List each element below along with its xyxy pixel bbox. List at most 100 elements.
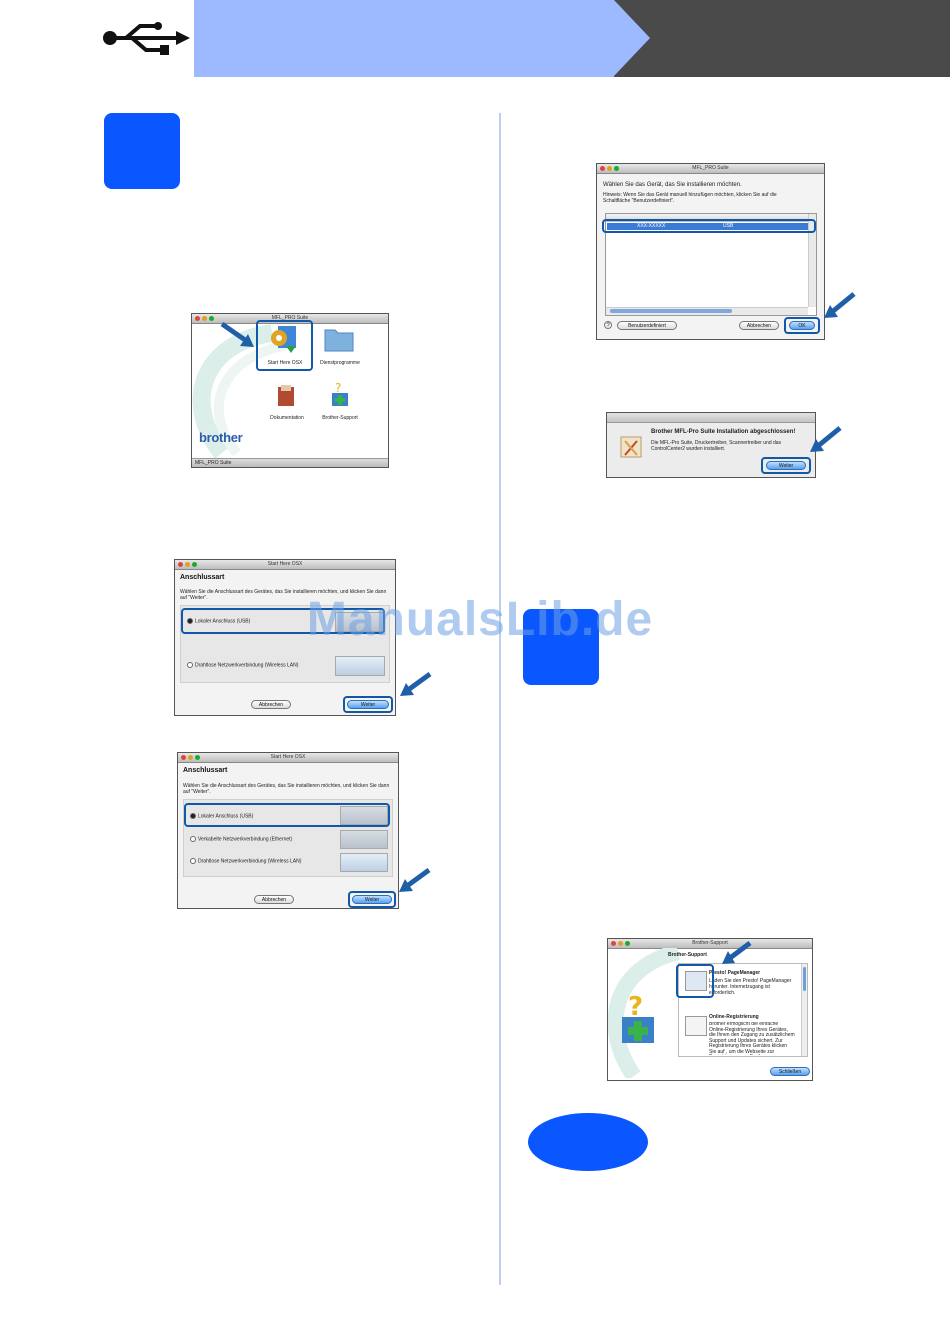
pagemanager-title[interactable]: Presto! PageManager xyxy=(709,970,761,976)
highlight-pagemanager xyxy=(676,964,714,998)
option-usb-label: Lokaler Anschluss (USB) xyxy=(198,813,254,820)
next-button[interactable]: Weiter xyxy=(352,895,392,904)
highlight-next-button xyxy=(761,457,811,474)
select-heading: Wählen Sie das Gerät, das Sie installier… xyxy=(603,182,742,188)
window-titlebar: Start Here OSX xyxy=(178,753,398,763)
start-here-icon[interactable] xyxy=(268,324,298,354)
help-icon[interactable]: ? xyxy=(604,321,612,329)
list-header xyxy=(606,214,816,222)
connection-heading: Anschlussart xyxy=(180,574,225,581)
scrollbar-vertical[interactable] xyxy=(808,214,816,307)
device-select-window: MFL_PRO Suite Wählen Sie das Gerät, das … xyxy=(596,163,825,340)
option-wireless-label: Drahtlose Netzwerkverbindung (Wireless L… xyxy=(195,662,299,669)
usb-icon xyxy=(103,22,190,55)
support-list[interactable]: Presto! PageManager Laden Sie den Presto… xyxy=(678,963,808,1057)
device-name: XXX-XXXXX xyxy=(637,223,666,229)
window-title: MFL_PRO Suite xyxy=(692,165,729,171)
install-complete-window: Brother MFL-Pro Suite Installation abges… xyxy=(606,412,816,478)
svg-text:?: ? xyxy=(335,381,341,395)
window-title: MFL_PRO Suite xyxy=(271,315,309,321)
device-row[interactable]: XXX-XXXXX USB xyxy=(607,223,808,230)
connection-window-1: Start Here OSX Anschlussart Wählen Sie d… xyxy=(174,559,396,716)
device-list[interactable]: XXX-XXXXX USB xyxy=(605,213,817,316)
highlight-device-row xyxy=(602,219,816,233)
support-icon[interactable]: ? xyxy=(329,380,351,408)
start-here-label: Start Here OSX xyxy=(267,360,303,366)
cancel-button[interactable]: Abbrechen xyxy=(254,895,294,904)
next-button[interactable]: Weiter xyxy=(347,700,389,709)
highlight-next-button xyxy=(348,891,396,908)
highlight-ok-button xyxy=(784,317,820,334)
select-note: Hinweis: Wenn Sie das Gerät manuell hinz… xyxy=(603,192,777,204)
ok-button[interactable]: OK xyxy=(789,321,815,330)
radio-usb[interactable] xyxy=(187,618,193,624)
wireless-image xyxy=(340,853,388,872)
usb-cable-image xyxy=(340,806,388,825)
option-ethernet[interactable]: Verkabelte Netzwerkverbindung (Ethernet) xyxy=(190,836,292,842)
connection-heading: Anschlussart xyxy=(183,767,228,774)
step-marker-left xyxy=(104,113,180,189)
support-heading: Brother-Support xyxy=(668,952,707,958)
connection-description: Wählen Sie die Anschlussart des Gerätes,… xyxy=(180,589,387,601)
custom-button[interactable]: Benutzerdefiniert xyxy=(617,321,677,330)
option-wireless[interactable]: Drahtlose Netzwerkverbindung (Wireless L… xyxy=(187,662,298,668)
registration-text: Brother ermöglicht die einfache Online-R… xyxy=(709,1022,795,1055)
step-marker-right xyxy=(523,609,599,685)
brother-logo: brother xyxy=(199,430,243,445)
mfl-suite-window: MFL_PRO Suite Start Here OSX Dienstprogr… xyxy=(191,313,389,468)
pointer-arrow-icon xyxy=(220,321,254,347)
window-titlebar: Start Here OSX xyxy=(175,560,395,570)
pointer-arrow-icon xyxy=(722,941,752,964)
close-button[interactable]: Schließen xyxy=(770,1067,810,1076)
status-text: MFL_PRO Suite xyxy=(195,460,232,466)
scrollbar-vertical[interactable] xyxy=(801,964,807,1056)
scrollbar-horizontal[interactable] xyxy=(606,307,808,315)
brother-support-window: Brother-Support Brother-Support ? Presto… xyxy=(607,938,813,1081)
highlight-usb-option xyxy=(184,803,390,827)
folder-icon[interactable] xyxy=(324,326,354,352)
swoosh-graphic xyxy=(608,948,681,1078)
complete-heading: Brother MFL-Pro Suite Installation abges… xyxy=(651,429,796,435)
connection-window-2: Start Here OSX Anschlussart Wählen Sie d… xyxy=(177,752,399,909)
documentation-icon[interactable] xyxy=(276,384,296,408)
device-type: USB xyxy=(723,223,734,229)
option-usb[interactable]: Lokaler Anschluss (USB) xyxy=(187,618,250,624)
watermark: ManualsLib.de xyxy=(306,593,654,646)
radio-usb[interactable] xyxy=(190,813,196,819)
documentation-label: Dokumentation xyxy=(270,415,304,421)
header-dark-band xyxy=(614,0,950,77)
header-blue-band xyxy=(194,0,614,77)
registration-icon[interactable] xyxy=(685,1016,707,1036)
ethernet-cable-image xyxy=(340,830,388,849)
pointer-arrow-icon xyxy=(399,867,431,892)
highlight-next-button xyxy=(343,696,393,713)
registration-title[interactable]: Online-Registrierung xyxy=(709,1014,759,1020)
window-title: Brother-Support xyxy=(692,940,728,946)
window-titlebar xyxy=(607,413,815,423)
header-arrow xyxy=(614,0,650,76)
option-usb[interactable]: Lokaler Anschluss (USB) xyxy=(190,813,253,819)
cancel-button[interactable]: Abbrechen xyxy=(739,321,779,330)
option-usb-label: Lokaler Anschluss (USB) xyxy=(195,618,251,625)
svg-text:?: ? xyxy=(628,992,643,1022)
radio-wireless[interactable] xyxy=(190,858,196,864)
option-ethernet-label: Verkabelte Netzwerkverbindung (Ethernet) xyxy=(198,836,293,843)
scroll-thumb[interactable] xyxy=(610,309,732,313)
pointer-arrow-icon xyxy=(824,292,856,318)
radio-ethernet[interactable] xyxy=(190,836,196,842)
status-bar: MFL_PRO Suite xyxy=(192,458,388,467)
window-title: Start Here OSX xyxy=(267,561,303,567)
window-titlebar: Brother-Support xyxy=(608,939,812,949)
installer-icon xyxy=(620,436,642,458)
column-divider xyxy=(499,113,501,1285)
scroll-thumb[interactable] xyxy=(803,967,806,991)
pagemanager-icon[interactable] xyxy=(685,971,707,991)
option-wireless[interactable]: Drahtlose Netzwerkverbindung (Wireless L… xyxy=(190,858,301,864)
support-label: Brother-Support xyxy=(322,415,358,421)
radio-wireless[interactable] xyxy=(187,662,193,668)
next-button[interactable]: Weiter xyxy=(766,461,806,470)
finish-marker xyxy=(528,1113,648,1171)
cancel-button[interactable]: Abbrechen xyxy=(251,700,291,709)
wireless-image xyxy=(335,656,385,676)
pointer-arrow-icon xyxy=(810,426,842,452)
